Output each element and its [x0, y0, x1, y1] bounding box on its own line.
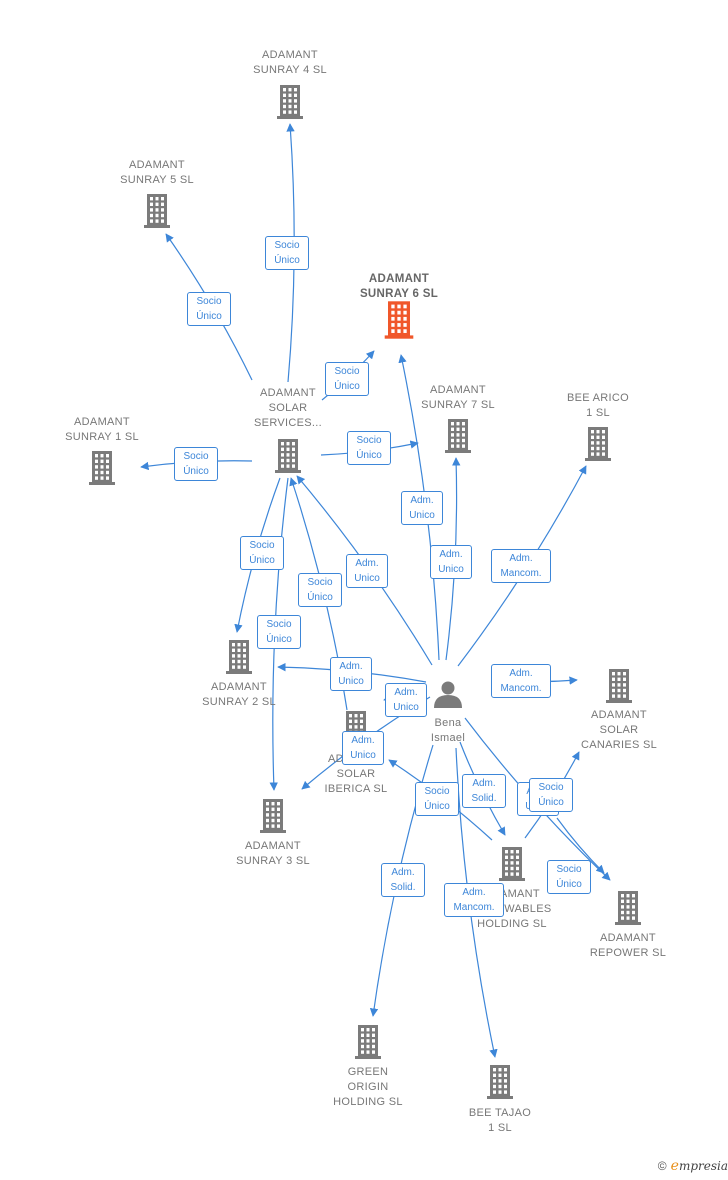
- canaries-building-icon[interactable]: [606, 669, 632, 703]
- node-label-services[interactable]: ADAMANT SOLAR SERVICES...: [254, 387, 322, 429]
- footer-brand: © empresia: [658, 1158, 728, 1174]
- beearico-building-icon[interactable]: [585, 427, 611, 461]
- edge-label-bena-to-beearico: Adm. Mancom.: [491, 549, 551, 583]
- services-building-icon[interactable]: [275, 439, 301, 473]
- edge-label-services-to-sunray3: Socio Único: [257, 615, 301, 649]
- edge-label-bena-to-sunray7: Adm. Unico: [430, 545, 472, 579]
- renewables-building-icon[interactable]: [499, 847, 525, 881]
- bena-person-icon[interactable]: [434, 681, 462, 709]
- nodes-layer: [89, 85, 641, 1099]
- node-label-sunray3[interactable]: ADAMANT SUNRAY 3 SL: [236, 840, 310, 867]
- node-label-canaries[interactable]: ADAMANT SOLAR CANARIES SL: [580, 709, 658, 751]
- edge-label-services-to-sunray4: Socio Único: [265, 236, 309, 270]
- sunray4-building-icon[interactable]: [277, 85, 303, 119]
- edge-label-renewables-to-canaries: Socio Único: [529, 778, 573, 812]
- edge-label-iberica-to-services: Socio Único: [298, 573, 342, 607]
- node-label-beetajao[interactable]: BEE TAJAO 1 SL: [468, 1107, 532, 1134]
- node-label-beearico[interactable]: BEE ARICO 1 SL: [567, 392, 629, 419]
- edge-label-bena-to-green: Adm. Solid.: [381, 863, 425, 897]
- node-label-sunray7[interactable]: ADAMANT SUNRAY 7 SL: [421, 384, 495, 411]
- edge-renewables-to-repower: [556, 817, 605, 874]
- sunray3-building-icon[interactable]: [260, 799, 286, 833]
- edge-label-bena-to-beetajao: Adm. Mancom.: [444, 883, 504, 917]
- edge-label-bena-to-sunray3: Adm. Unico: [342, 731, 384, 765]
- sunray6-building-icon[interactable]: [384, 301, 414, 339]
- sunray2-building-icon[interactable]: [226, 640, 252, 674]
- beetajao-building-icon[interactable]: [487, 1065, 513, 1099]
- node-label-repower[interactable]: ADAMANT REPOWER SL: [589, 932, 667, 959]
- green-building-icon[interactable]: [355, 1025, 381, 1059]
- edge-label-renewables-to-iberica: Socio Único: [415, 782, 459, 816]
- edge-label-bena-to-canaries: Adm. Mancom.: [491, 664, 551, 698]
- node-label-sunray1[interactable]: ADAMANT SUNRAY 1 SL: [65, 416, 139, 443]
- sunray7-building-icon[interactable]: [445, 419, 471, 453]
- repower-building-icon[interactable]: [615, 891, 641, 925]
- sunray5-building-icon[interactable]: [144, 194, 170, 228]
- edge-label-services-to-sunray7: Socio Único: [347, 431, 391, 465]
- edge-label-bena-to-services: Adm. Unico: [346, 554, 388, 588]
- node-label-green[interactable]: GREEN ORIGIN HOLDING SL: [333, 1066, 403, 1108]
- edge-label-renewables-to-repower: Socio Único: [547, 860, 591, 894]
- edge-label-bena-to-renewables: Adm. Solid.: [462, 774, 506, 808]
- node-label-sunray4[interactable]: ADAMANT SUNRAY 4 SL: [253, 49, 327, 76]
- edge-label-services-to-sunray2: Socio Único: [240, 536, 284, 570]
- brand-logo: empresia: [670, 1158, 728, 1174]
- sunray1-building-icon[interactable]: [89, 451, 115, 485]
- edge-label-bena-to-sunray2: Adm. Unico: [330, 657, 372, 691]
- edge-label-services-to-sunray1: Socio Único: [174, 447, 218, 481]
- edge-label-services-to-sunray5: Socio Único: [187, 292, 231, 326]
- copyright-icon: ©: [657, 1159, 667, 1173]
- node-label-sunray2[interactable]: ADAMANT SUNRAY 2 SL: [202, 681, 276, 708]
- edge-label-services-to-sunray6: Socio Único: [325, 362, 369, 396]
- node-label-bena[interactable]: Bena Ismael: [430, 717, 466, 744]
- edge-label-bena-to-iberica: Adm. Unico: [385, 683, 427, 717]
- node-label-sunray5[interactable]: ADAMANT SUNRAY 5 SL: [120, 159, 194, 186]
- node-label-sunray6[interactable]: ADAMANT SUNRAY 6 SL: [359, 273, 439, 300]
- edge-label-bena-to-sunray6: Adm. Unico: [401, 491, 443, 525]
